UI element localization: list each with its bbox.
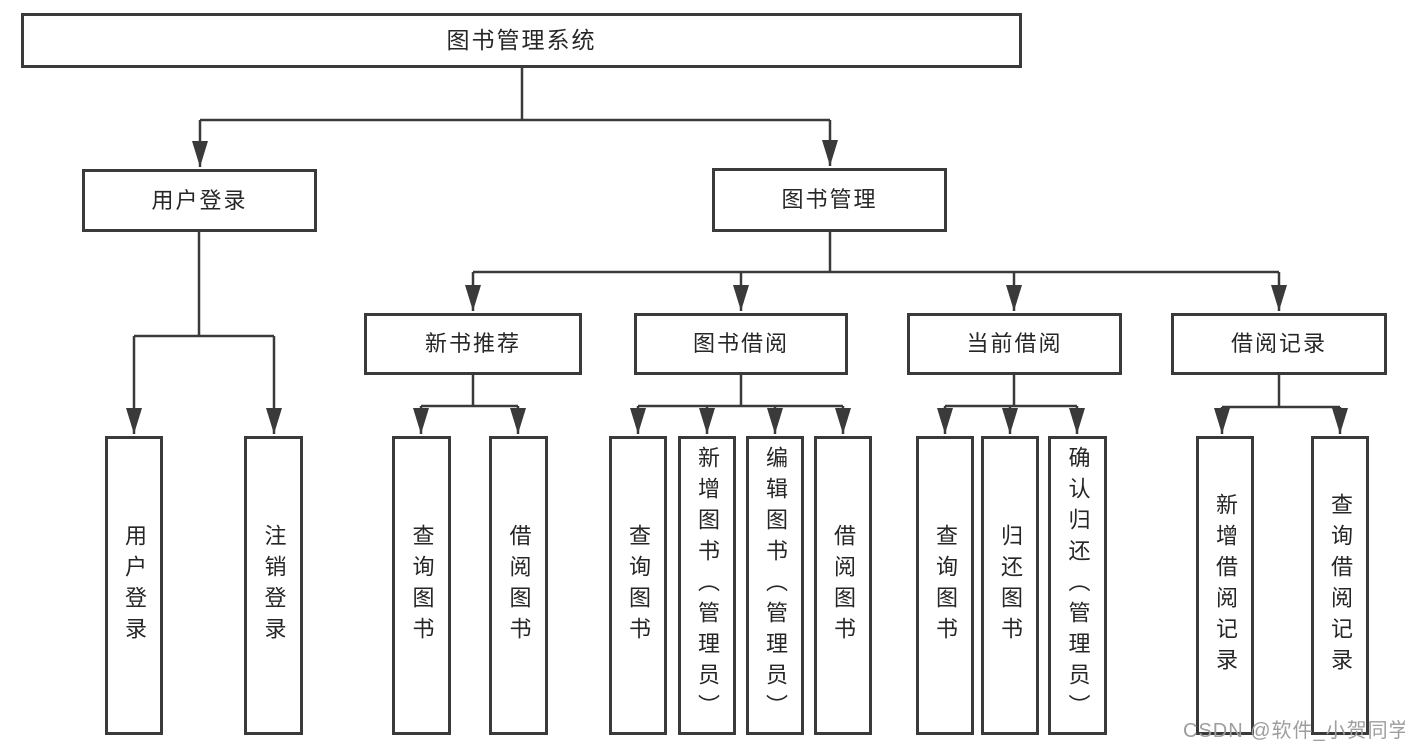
connector-current-borrow-cluster [937,375,1085,434]
leaf-node-confirm-return-admin: 确认归还（管理员） [1048,436,1107,735]
leaf-node-return-book: 归还图书 [981,436,1039,735]
leaf-node-label: 注销登录 [261,523,287,648]
connector-root-to-level2 [192,68,838,167]
connector-book-management-to-level3 [465,232,1287,311]
leaf-node-label: 查询图书 [626,523,651,648]
leaf-node-label: 编辑图书（管理员） [763,446,788,725]
leaf-node-borrow-book: 借阅图书 [814,436,872,735]
leaf-node-label: 用户登录 [122,523,147,648]
leaf-node-label: 借阅图书 [831,523,856,648]
branch-node-label: 图书管理 [781,187,878,212]
section-node-current-borrow: 当前借阅 [907,313,1122,375]
root-node-library-system: 图书管理系统 [21,13,1022,68]
leaf-node-query-books-borrow: 查询图书 [609,436,667,735]
csdn-watermark: CSDN @软件_小贺同学 [1183,720,1405,742]
leaf-node-label: 借阅图书 [506,523,532,648]
root-node-label: 图书管理系统 [446,27,597,53]
leaf-node-label: 查询图书 [409,523,435,648]
leaf-node-add-borrow-record: 新增借阅记录 [1196,436,1254,735]
leaf-node-query-books-recommend: 查询图书 [392,436,451,735]
leaf-node-label: 查询图书 [933,523,958,648]
connector-user-login-cluster [126,232,282,434]
leaf-node-query-borrow-record: 查询借阅记录 [1311,436,1369,735]
branch-node-label: 用户登录 [151,187,248,213]
section-node-new-book-recommend: 新书推荐 [364,313,582,375]
leaf-node-label: 确认归还（管理员） [1065,446,1091,725]
section-node-book-borrow: 图书借阅 [634,313,848,375]
leaf-node-user-login: 用户登录 [105,436,163,735]
section-node-label: 当前借阅 [966,331,1063,356]
section-node-borrow-records: 借阅记录 [1171,313,1387,375]
branch-node-book-management: 图书管理 [712,168,947,232]
section-node-label: 图书借阅 [692,331,789,356]
leaf-node-logout: 注销登录 [244,436,303,735]
leaf-node-label: 查询借阅记录 [1328,492,1353,679]
leaf-node-edit-book-admin: 编辑图书（管理员） [746,436,804,735]
section-node-label: 借阅记录 [1230,331,1327,356]
connector-borrow-records-cluster [1214,375,1348,434]
leaf-node-label: 新增借阅记录 [1213,492,1238,679]
connector-new-book-cluster [413,375,526,434]
section-node-label: 新书推荐 [424,331,521,356]
branch-node-user-login: 用户登录 [82,169,317,232]
leaf-node-label: 归还图书 [998,523,1023,648]
connector-book-borrow-cluster [630,375,851,434]
leaf-node-add-book-admin: 新增图书（管理员） [678,436,736,735]
leaf-node-borrow-books-recommend: 借阅图书 [489,436,548,735]
leaf-node-query-books-current: 查询图书 [916,436,974,735]
leaf-node-label: 新增图书（管理员） [695,446,720,725]
